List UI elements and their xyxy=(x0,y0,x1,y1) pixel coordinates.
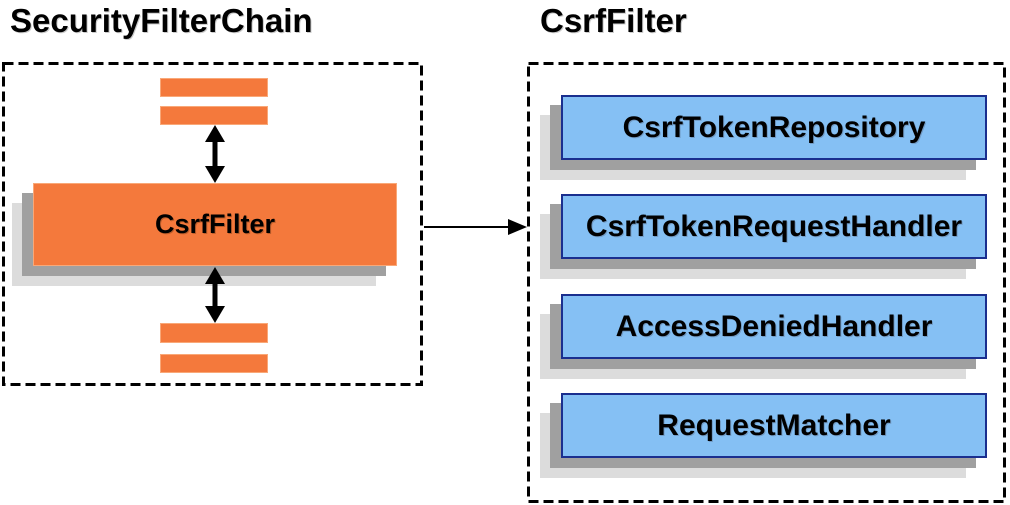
flow-arrow-icon xyxy=(424,219,527,235)
csrf-filter-node: CsrfFilter xyxy=(33,183,397,266)
filter-placeholder-bar xyxy=(160,323,268,343)
filter-placeholder-bar xyxy=(160,106,268,125)
dashed-border xyxy=(527,62,1006,503)
component-label: RequestMatcher xyxy=(657,408,891,442)
bidirectional-arrow-icon xyxy=(205,125,225,183)
csrf-filter-title: CsrfFilter xyxy=(540,2,687,39)
bidirectional-arrow-icon xyxy=(205,267,225,323)
filter-placeholder-bar xyxy=(160,78,268,97)
csrf-filter-node-label: CsrfFilter xyxy=(154,209,276,239)
component-box-csrf-token-repository: CsrfTokenRepository xyxy=(561,95,987,160)
component-box-csrf-token-request-handler: CsrfTokenRequestHandler xyxy=(561,194,987,259)
dashed-border xyxy=(2,62,423,386)
security-filter-chain-title: SecurityFilterChain xyxy=(10,2,313,39)
component-label: CsrfTokenRequestHandler xyxy=(585,209,963,243)
component-box-request-matcher: RequestMatcher xyxy=(561,393,987,458)
component-label: AccessDeniedHandler xyxy=(615,309,933,343)
csrf-filter-container xyxy=(527,62,1006,503)
security-filter-chain-container xyxy=(2,62,423,386)
filter-placeholder-bar xyxy=(160,354,268,373)
component-box-access-denied-handler: AccessDeniedHandler xyxy=(561,294,987,359)
component-label: CsrfTokenRepository xyxy=(622,110,926,144)
